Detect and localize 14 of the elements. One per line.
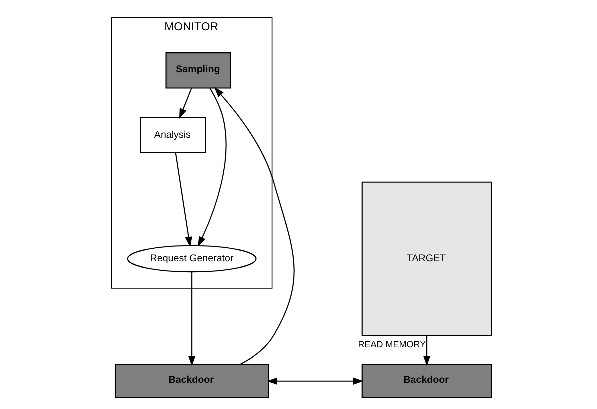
- arrow: [214, 87, 295, 366]
- node-box: TARGET: [362, 182, 492, 336]
- arrow: [267, 378, 364, 385]
- arrow: [198, 88, 227, 248]
- node-ellipse: Request Generator: [127, 245, 257, 273]
- node-box: Backdoor: [362, 364, 492, 398]
- arrow: [179, 88, 192, 120]
- node-box: Backdoor: [114, 364, 270, 398]
- node-box: Sampling: [166, 52, 232, 89]
- edge-label: READ MEMORY: [358, 339, 426, 350]
- node-box: Analysis: [140, 117, 206, 154]
- arrow: [423, 336, 431, 366]
- arrow: [188, 272, 196, 367]
- arrow: [175, 153, 192, 248]
